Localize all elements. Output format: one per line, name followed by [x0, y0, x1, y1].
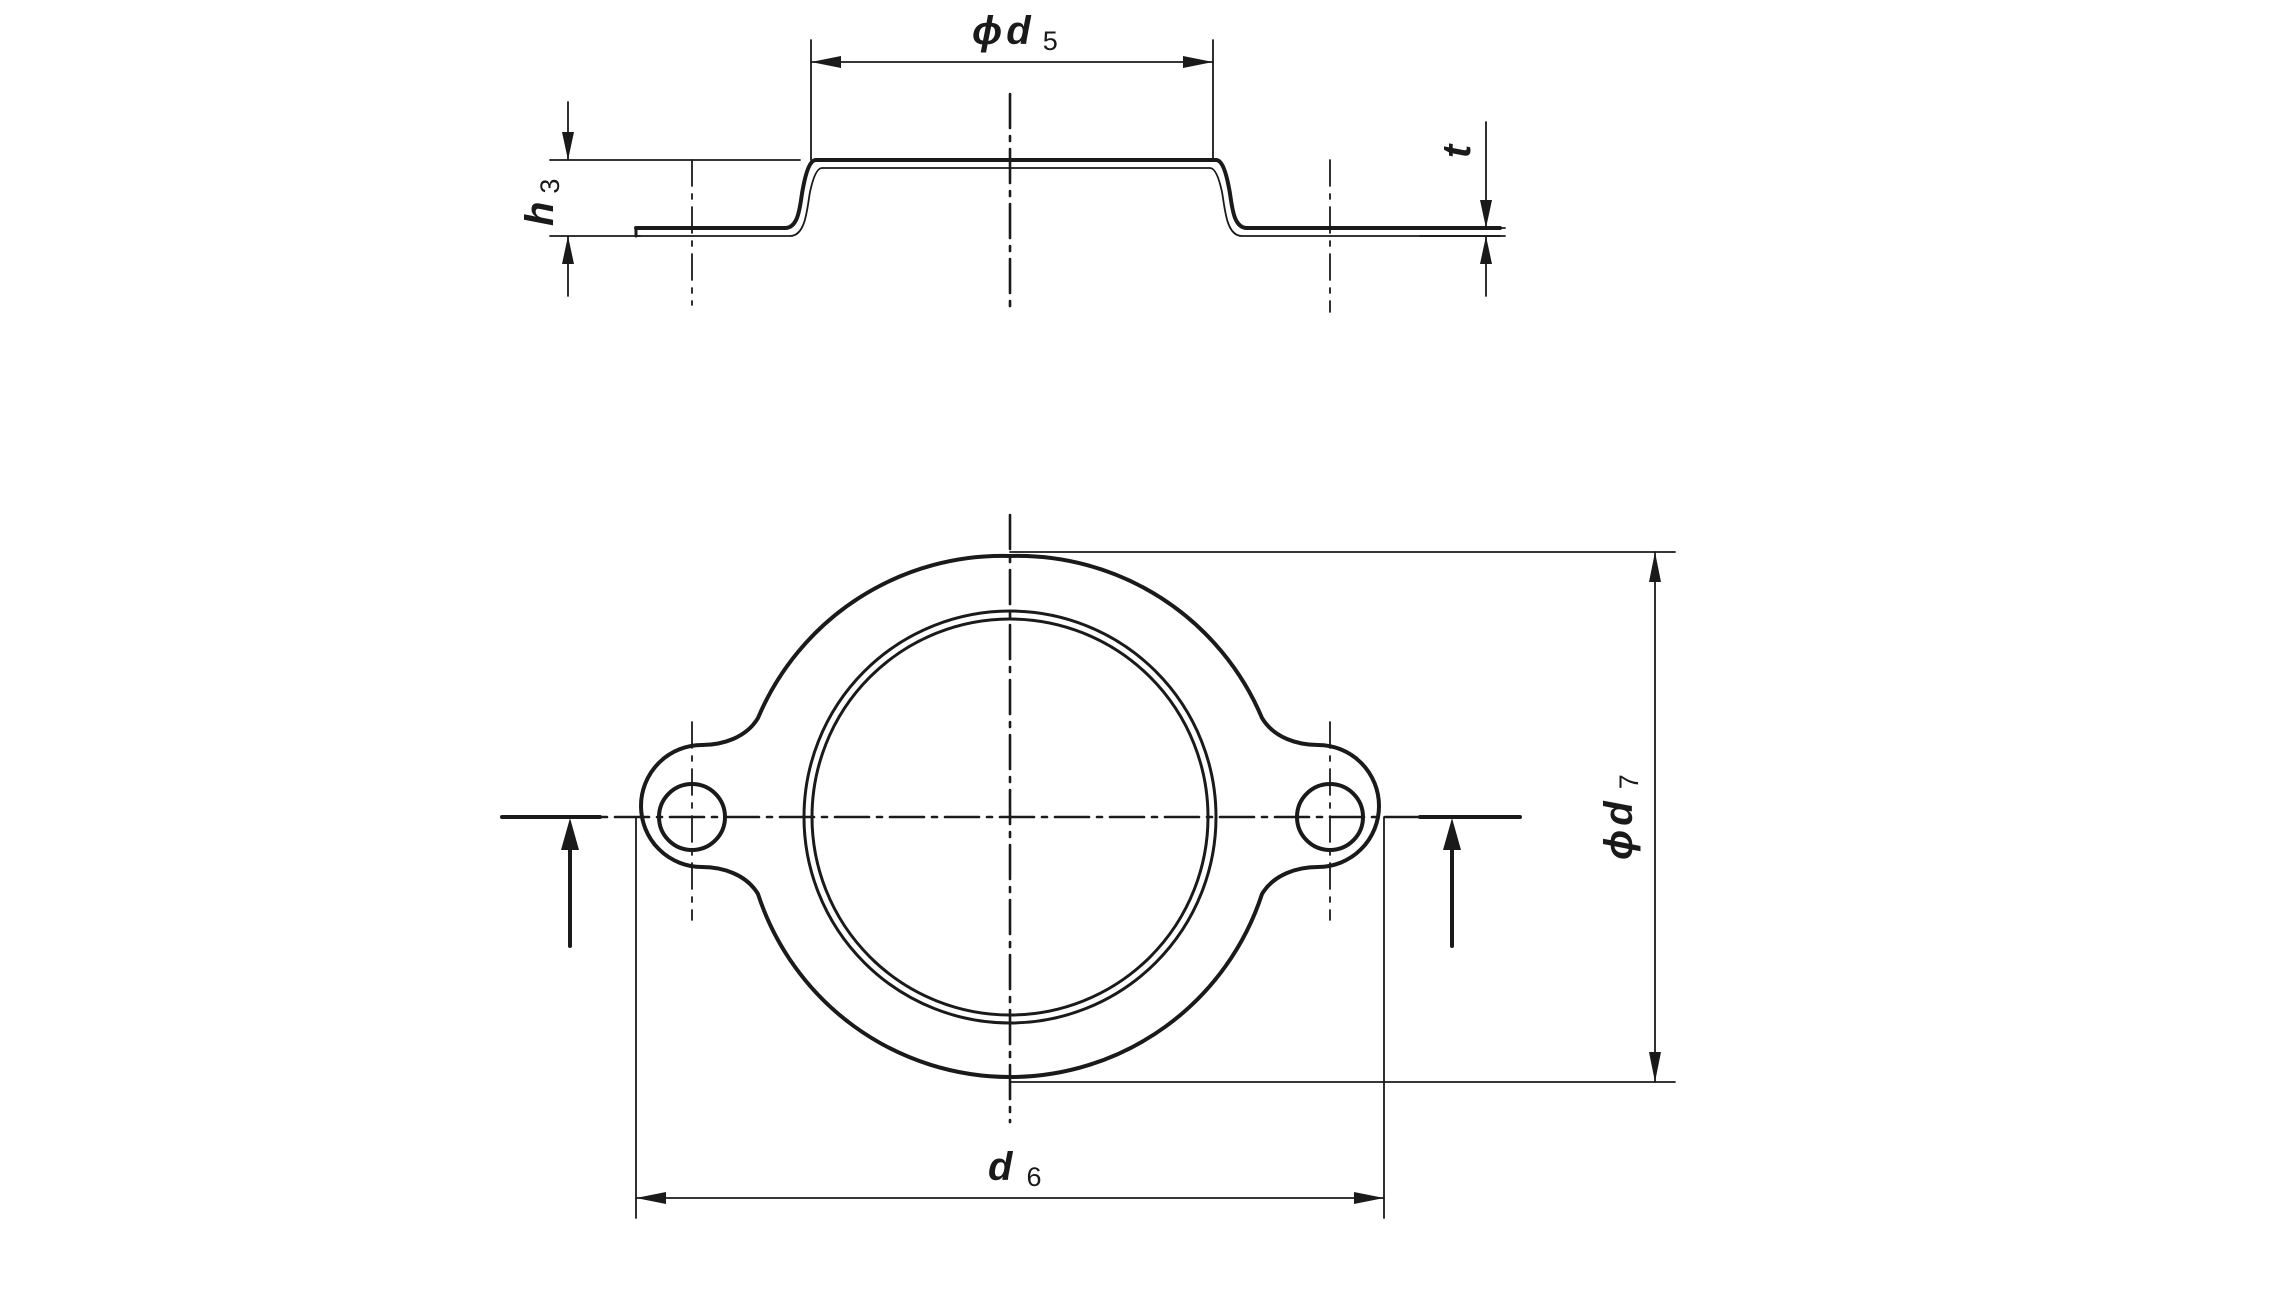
d7-arrow-bottom [1649, 1052, 1661, 1082]
d7-symbol: d [1597, 800, 1641, 826]
side-profile-outer [634, 158, 1502, 230]
d5-phi: ϕ [972, 9, 1002, 53]
h3-arrow-top [562, 132, 574, 160]
t-arrow-top [1480, 200, 1492, 228]
d5-arrow-right [1183, 56, 1213, 68]
d5-symbol: d [1006, 9, 1032, 53]
h3-arrow-bottom [562, 236, 574, 264]
d7-subscript: 7 [1614, 774, 1644, 789]
h3-subscript: 3 [535, 179, 565, 194]
t-label: t [1435, 143, 1479, 158]
d6-arrow-right [1354, 1192, 1384, 1204]
d7-arrow-top [1649, 552, 1661, 582]
d7-label: ϕd 7 [1597, 774, 1644, 860]
d5-arrow-left [811, 56, 841, 68]
d7-phi: ϕ [1597, 830, 1641, 860]
d5-subscript: 5 [1043, 26, 1058, 56]
d6-arrow-left [636, 1192, 666, 1204]
side-profile-inner [635, 167, 1501, 237]
section-arrow-left-head [561, 818, 579, 850]
h3-label: h3 [518, 179, 565, 226]
t-arrow-bottom [1480, 236, 1492, 264]
h3-symbol: h [518, 202, 562, 226]
d6-subscript: 6 [1026, 1162, 1041, 1192]
d6-symbol: d [988, 1145, 1014, 1189]
section-arrow-right-head [1443, 818, 1461, 850]
